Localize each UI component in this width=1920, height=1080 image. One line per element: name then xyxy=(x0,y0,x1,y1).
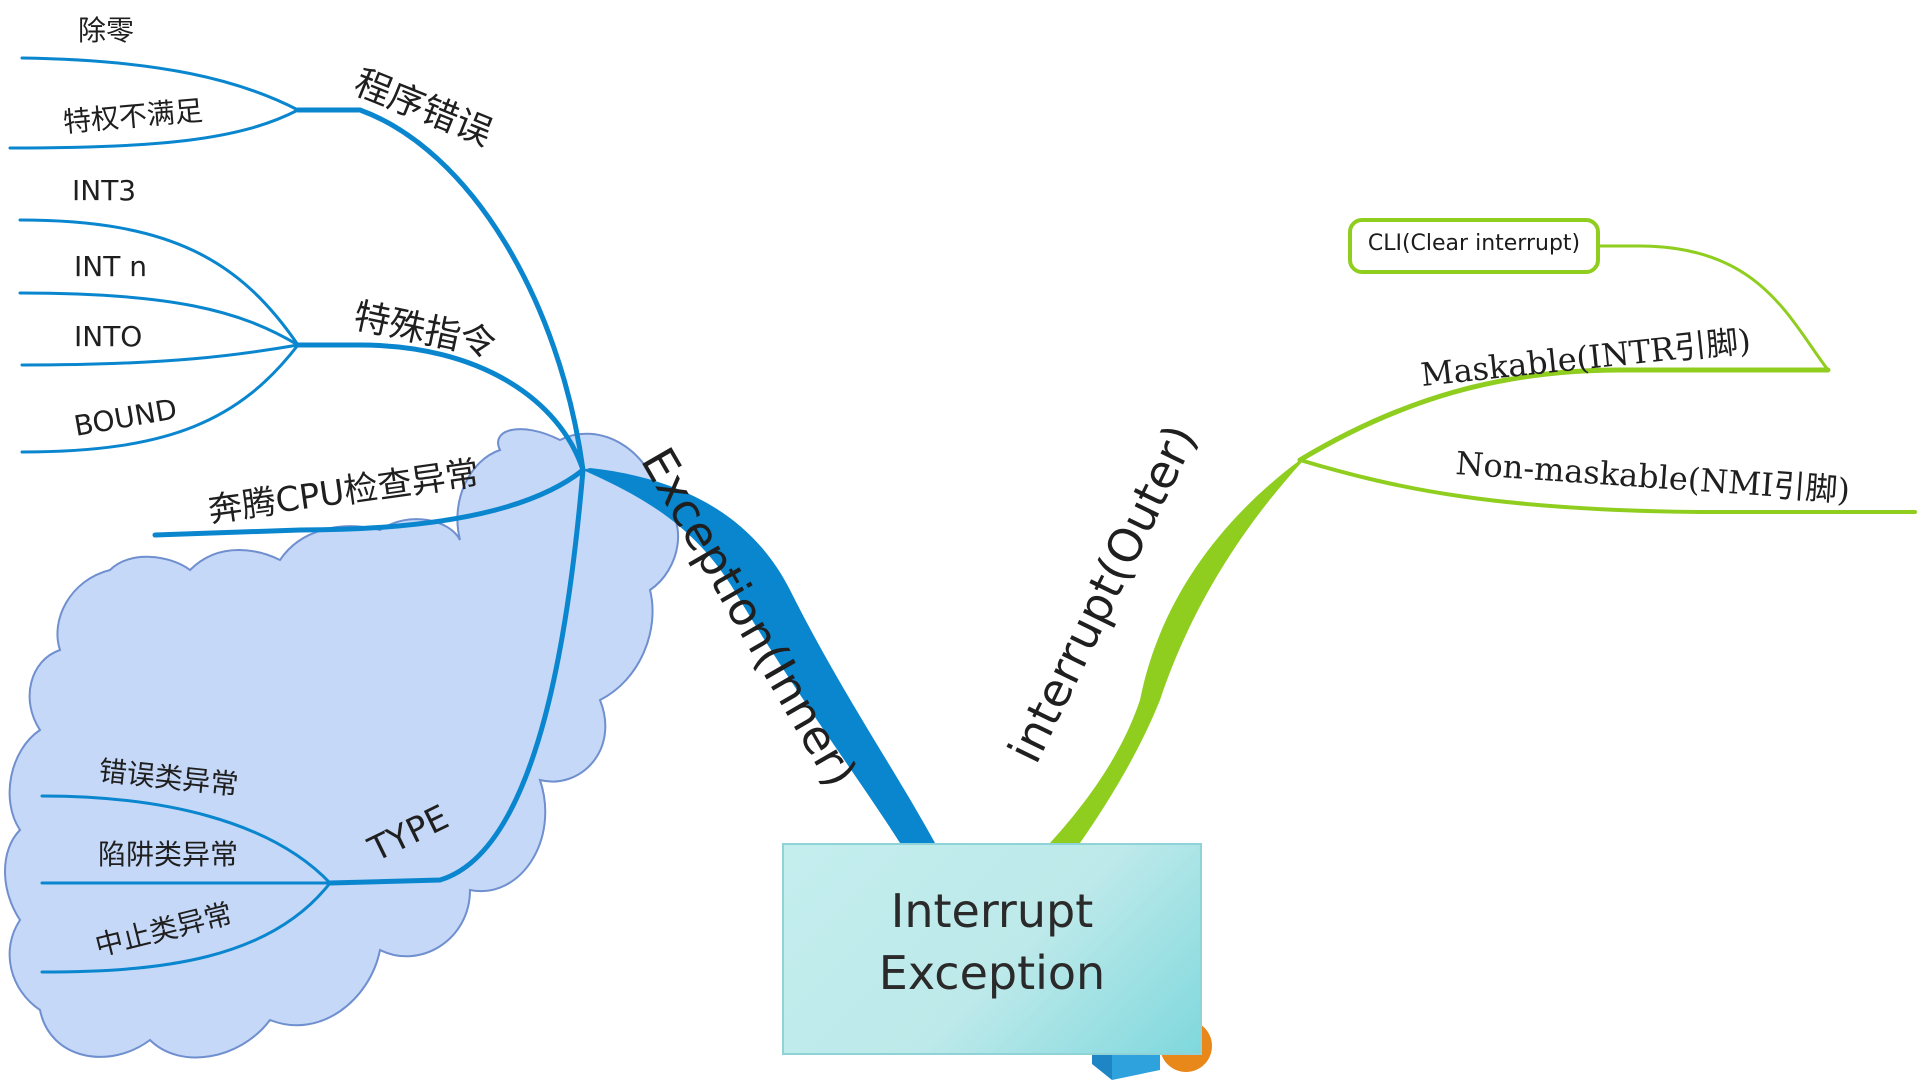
exception-main-branch xyxy=(583,468,935,843)
leaf-line-privilege xyxy=(8,108,300,150)
branch-pentium-check xyxy=(152,467,586,538)
central-topic-box[interactable] xyxy=(782,843,1202,1055)
leaf-line-fault xyxy=(40,794,332,885)
branch-program-error xyxy=(295,107,586,473)
leaf-line-into xyxy=(20,343,300,367)
leaf-privilege: 特权不满足 xyxy=(62,94,204,139)
central-topic-text: Interrupt Exception xyxy=(782,880,1202,1004)
central-line2: Exception xyxy=(878,946,1106,1000)
leaf-div-zero: 除零 xyxy=(78,14,134,47)
leaf-trap: 陷阱类异常 xyxy=(98,838,238,871)
branch-cli xyxy=(1598,244,1830,372)
leaf-line-abort xyxy=(40,881,332,974)
leaf-line-bound xyxy=(20,343,300,454)
cli-callout-box[interactable] xyxy=(1348,218,1600,274)
group-label-program-error: 程序错误 xyxy=(349,62,498,154)
leaf-line-int3 xyxy=(18,218,300,347)
group-label-special-instruction: 特殊指令 xyxy=(350,296,499,366)
interrupt-label: interrupt(Outer) xyxy=(997,416,1207,771)
central-line1: Interrupt xyxy=(890,884,1094,938)
exception-label: Exception(Inner) xyxy=(630,439,867,796)
leaf-into: INTO xyxy=(74,320,142,353)
leaf-line-intn xyxy=(18,291,300,347)
branch-type xyxy=(327,467,586,886)
branch-special-instruction xyxy=(295,342,586,473)
leaf-int3: INT3 xyxy=(72,174,136,207)
maskable-label: Maskable(INTR引脚) xyxy=(1419,322,1753,394)
leaf-line-div-zero xyxy=(20,56,300,112)
leaf-intn: INT n xyxy=(74,250,147,283)
branch-non-maskable xyxy=(1298,458,1917,514)
non-maskable-label: Non-maskable(NMI引脚) xyxy=(1454,444,1851,509)
type-cloud xyxy=(4,428,680,1059)
interrupt-main-branch xyxy=(1050,460,1302,843)
branch-maskable xyxy=(1297,367,1831,463)
cli-callout-text: CLI(Clear interrupt) xyxy=(1367,231,1581,256)
